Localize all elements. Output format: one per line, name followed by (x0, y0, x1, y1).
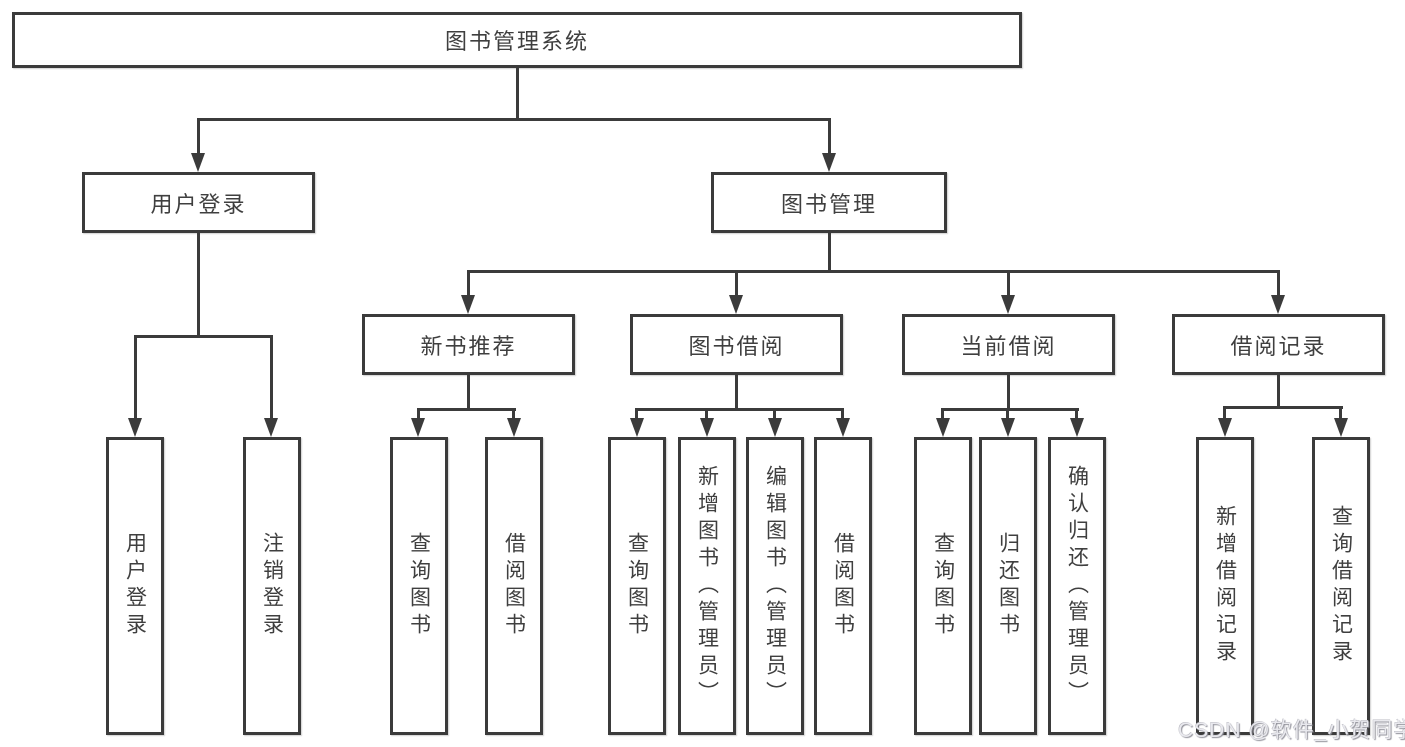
connector-to-leaf-bb4 (841, 408, 844, 422)
arrowhead-leaf-nb1 (411, 418, 425, 437)
csdn-watermark: CSDN @软件_小贺同学 (1178, 719, 1405, 742)
node-user-login-label: 用户登录 (150, 191, 247, 217)
arrowhead-book-mgmt (822, 153, 836, 172)
connector-to-leaf-br1 (1223, 406, 1226, 422)
arrowhead-current-borrow (1001, 295, 1015, 314)
leaf-cb-query-books-label: 查询图书 (931, 532, 955, 640)
arrowhead-leaf-user-login (128, 418, 142, 437)
node-borrow-records: 借阅记录 (1172, 314, 1385, 375)
connector-to-leaf-bb1 (635, 408, 638, 422)
connector-to-borrow-records (1277, 270, 1280, 298)
connector-to-book-borrow (735, 270, 738, 298)
leaf-cb-query-books: 查询图书 (914, 437, 972, 735)
leaf-user-login: 用户登录 (106, 437, 164, 735)
connector-to-new-books (467, 270, 470, 298)
connector-book-mgmt-trunk (828, 232, 831, 270)
leaf-bb-query-books-label: 查询图书 (625, 532, 649, 640)
leaf-cb-return-books: 归还图书 (979, 437, 1037, 735)
node-root: 图书管理系统 (12, 12, 1022, 68)
leaf-logout: 注销登录 (243, 437, 301, 735)
leaf-bb-borrow-books: 借阅图书 (814, 437, 872, 735)
connector-book-borrow-trunk (735, 374, 738, 408)
connector-to-current-borrow (1007, 270, 1010, 298)
leaf-bb-edit-books-admin: 编辑图书（管理员） (746, 437, 804, 735)
node-user-login: 用户登录 (82, 172, 315, 233)
connector-level3-bar (467, 270, 1280, 273)
leaf-bb-borrow-books-label: 借阅图书 (831, 532, 855, 640)
connector-to-leaf-user-login (134, 335, 137, 421)
connector-book-borrow-bar (635, 408, 844, 411)
leaf-cb-confirm-return-admin-label: 确认归还（管理员） (1065, 464, 1089, 708)
connector-to-leaf-nb2 (512, 408, 515, 422)
arrowhead-book-borrow (729, 295, 743, 314)
arrowhead-leaf-bb2 (700, 418, 714, 437)
connector-level2-bar (197, 118, 831, 121)
leaf-nb-borrow-books-label: 借阅图书 (502, 532, 526, 640)
arrowhead-leaf-bb1 (630, 418, 644, 437)
connector-root-trunk (516, 68, 519, 118)
connector-new-books-bar (417, 408, 516, 411)
leaf-cb-return-books-label: 归还图书 (996, 532, 1020, 640)
leaf-br-query-record: 查询借阅记录 (1312, 437, 1370, 735)
node-book-mgmt-label: 图书管理 (780, 191, 877, 217)
connector-user-login-trunk (197, 232, 200, 335)
arrowhead-new-books (461, 295, 475, 314)
node-book-borrow: 图书借阅 (630, 314, 843, 375)
arrowhead-leaf-br1 (1218, 418, 1232, 437)
connector-to-leaf-cb3 (1075, 408, 1078, 422)
arrowhead-leaf-cb3 (1070, 418, 1084, 437)
leaf-nb-borrow-books: 借阅图书 (485, 437, 543, 735)
node-borrow-records-label: 借阅记录 (1230, 333, 1327, 359)
node-book-borrow-label: 图书借阅 (688, 333, 785, 359)
leaf-br-query-record-label: 查询借阅记录 (1329, 505, 1353, 667)
node-current-borrow: 当前借阅 (902, 314, 1115, 375)
connector-current-borrow-trunk (1007, 374, 1010, 408)
leaf-bb-add-books-admin-label: 新增图书（管理员） (695, 464, 719, 708)
leaf-bb-query-books: 查询图书 (608, 437, 666, 735)
node-new-books: 新书推荐 (362, 314, 575, 375)
connector-borrow-records-bar (1223, 406, 1343, 409)
arrowhead-leaf-bb4 (836, 418, 850, 437)
connector-user-login-bar (134, 335, 273, 338)
arrowhead-leaf-nb2 (507, 418, 521, 437)
node-book-mgmt: 图书管理 (711, 172, 947, 233)
leaf-nb-query-books: 查询图书 (390, 437, 448, 735)
leaf-logout-label: 注销登录 (260, 532, 284, 640)
leaf-br-add-record-label: 新增借阅记录 (1213, 505, 1237, 667)
connector-to-user-login (197, 118, 200, 156)
arrowhead-leaf-br2 (1334, 418, 1348, 437)
connector-to-leaf-logout (270, 335, 273, 421)
arrowhead-borrow-records (1271, 295, 1285, 314)
arrowhead-user-login (191, 153, 205, 172)
leaf-user-login-label: 用户登录 (123, 532, 147, 640)
arrowhead-leaf-cb2 (1001, 418, 1015, 437)
connector-to-leaf-cb1 (941, 408, 944, 422)
connector-to-book-mgmt (828, 118, 831, 156)
leaf-nb-query-books-label: 查询图书 (407, 532, 431, 640)
leaf-bb-add-books-admin: 新增图书（管理员） (678, 437, 736, 735)
connector-to-leaf-cb2 (1006, 408, 1009, 422)
leaf-br-add-record: 新增借阅记录 (1196, 437, 1254, 735)
leaf-cb-confirm-return-admin: 确认归还（管理员） (1048, 437, 1106, 735)
connector-to-leaf-bb2 (705, 408, 708, 422)
node-root-label: 图书管理系统 (444, 29, 589, 54)
node-current-borrow-label: 当前借阅 (960, 333, 1057, 359)
node-new-books-label: 新书推荐 (420, 333, 517, 359)
connector-to-leaf-bb3 (773, 408, 776, 422)
arrowhead-leaf-logout (264, 418, 278, 437)
arrowhead-leaf-bb3 (768, 418, 782, 437)
connector-current-borrow-bar (941, 408, 1079, 411)
connector-to-leaf-br2 (1339, 406, 1342, 422)
connector-new-books-trunk (467, 374, 470, 408)
leaf-bb-edit-books-admin-label: 编辑图书（管理员） (763, 464, 787, 708)
arrowhead-leaf-cb1 (936, 418, 950, 437)
connector-to-leaf-nb1 (417, 408, 420, 422)
connector-borrow-records-trunk (1277, 374, 1280, 406)
